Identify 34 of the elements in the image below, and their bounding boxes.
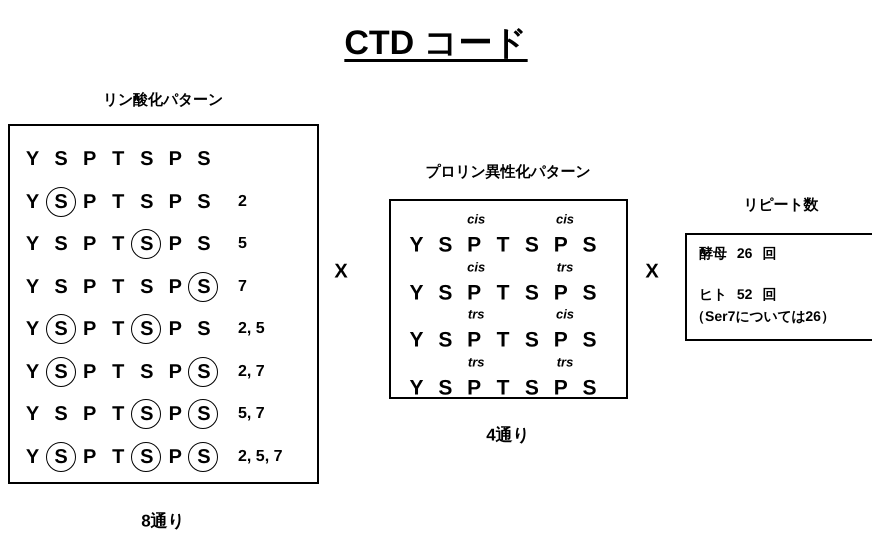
- isomer-label: trs: [556, 354, 574, 369]
- count-label: 8通り: [141, 510, 185, 532]
- repeat-line: 酵母 26 回: [699, 245, 776, 263]
- isomer-label: trs: [556, 259, 574, 274]
- repeat-line: ヒト 52 回: [699, 286, 776, 304]
- box-heading: リピート数: [744, 196, 818, 214]
- sequence-row-text: Y S P T S P S: [408, 232, 598, 258]
- multiply-sign: X: [645, 260, 659, 284]
- note: （Ser7については26）: [691, 308, 835, 326]
- position-label: 2, 5: [238, 320, 265, 338]
- isomer-label: trs: [468, 306, 484, 322]
- position-label: 2: [238, 192, 247, 210]
- sequence-row-text: Y S P T S P S: [24, 147, 212, 171]
- sequence-row: Y S P T S P S: [21, 232, 216, 256]
- isomer-label: cis: [467, 212, 486, 226]
- sequence-row-text: Y S P T S P S: [408, 375, 598, 400]
- sequence-row-text: Y S P T S P S: [408, 328, 598, 352]
- isomer-label: cis: [556, 212, 574, 226]
- title: CTD コード: [344, 23, 528, 64]
- sequence-row: Y S P T S P S: [21, 317, 216, 341]
- isomer-label: cis: [467, 259, 486, 274]
- position-label: 7: [238, 278, 247, 296]
- sequence-row-text: Y S P T S P S: [408, 280, 598, 305]
- multiply-sign: X: [334, 260, 348, 284]
- position-label: 2, 5, 7: [238, 448, 282, 466]
- sequence-row: Y S P T S P S: [21, 402, 216, 426]
- box-heading: プロリン異性化パターン: [426, 162, 590, 182]
- isomer-label: cis: [556, 306, 574, 322]
- position-label: 5, 7: [238, 405, 265, 423]
- box-heading: リン酸化パターン: [103, 90, 223, 110]
- position-label: 2, 7: [238, 362, 265, 380]
- isomer-label: trs: [468, 354, 484, 369]
- count-label: 4通り: [486, 424, 530, 446]
- position-label: 5: [238, 235, 247, 253]
